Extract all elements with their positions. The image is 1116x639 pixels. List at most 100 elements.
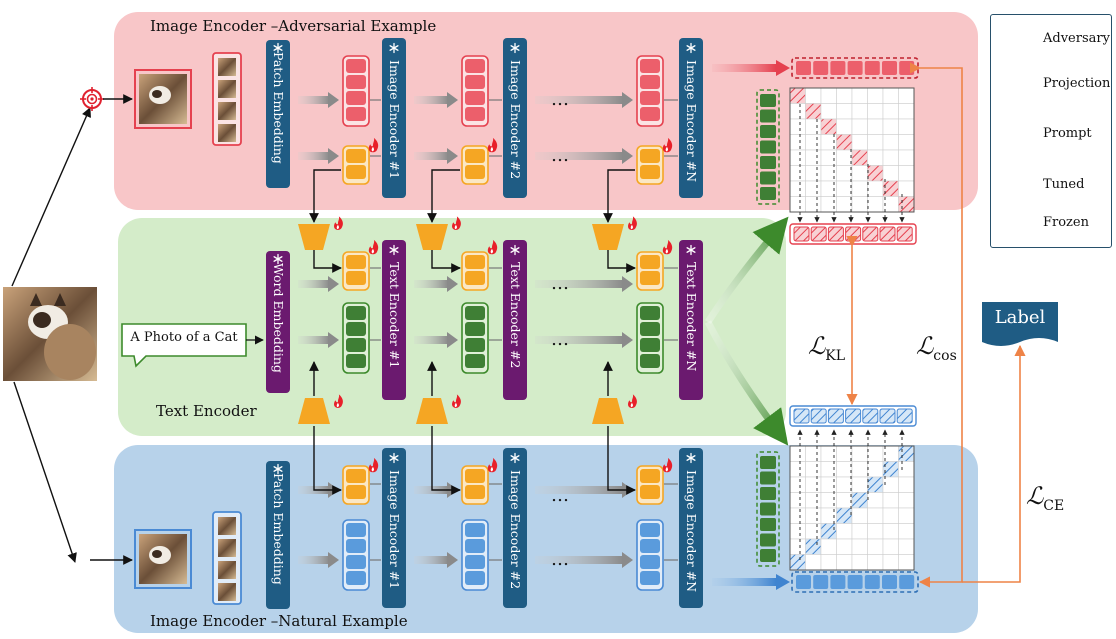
nat-image-encoder-label: Image Encoder #1 xyxy=(387,470,402,589)
legend: Adversary Projection Prompt Tuned Frozen xyxy=(990,14,1112,248)
nat-image-encoder: Image Encoder #N xyxy=(679,448,703,608)
snowflake-icon xyxy=(273,253,283,265)
loss-kl-sub: KL xyxy=(825,347,846,364)
projection-trapezoid xyxy=(592,224,624,250)
loss-kl: ℒKL xyxy=(808,332,845,364)
flow-arrow xyxy=(535,92,633,108)
snowflake-icon xyxy=(273,463,283,475)
flow-arrow xyxy=(298,552,339,568)
label-text: Label xyxy=(994,307,1046,328)
snowflake-icon xyxy=(686,452,696,464)
connector-arrow xyxy=(427,169,460,223)
loss-ce-base: ℒ xyxy=(1026,482,1044,510)
flame-icon xyxy=(452,394,461,408)
connector-arrow xyxy=(313,426,342,495)
label-box: Label xyxy=(982,302,1058,340)
text-encoder-label: Text Encoder #1 xyxy=(387,262,402,368)
input-to-adversary-arrow xyxy=(11,107,91,287)
connector-arrow xyxy=(309,169,341,223)
connector-arrow xyxy=(603,169,635,223)
loss-ce-sub: CE xyxy=(1043,497,1065,514)
legend-frozen: Frozen xyxy=(991,215,1111,249)
word-embedding: Word Embedding xyxy=(266,251,290,393)
natural-patches xyxy=(212,511,242,605)
text-token-stack xyxy=(636,302,664,374)
text-prompt-stack xyxy=(636,251,664,291)
nat-prompt-stack xyxy=(342,465,370,505)
nat-patch-embedding-label: Patch Embedding xyxy=(271,473,286,585)
adv-image-encoder-label: Image Encoder #2 xyxy=(508,60,523,179)
snowflake-icon xyxy=(389,452,399,464)
outputs xyxy=(712,60,790,590)
loss-lines xyxy=(846,62,1026,588)
connector-arrow xyxy=(607,426,636,495)
flame-icon xyxy=(628,394,637,408)
natural-image-thumb xyxy=(134,529,192,589)
adversary-crosshair-icon xyxy=(80,87,104,111)
text-panel-title: Text Encoder xyxy=(156,402,257,420)
connector-arrow xyxy=(431,426,461,495)
nat-text-feature-stack xyxy=(756,451,780,567)
flame-icon xyxy=(487,239,498,255)
snowflake-icon xyxy=(510,452,520,464)
text-encoder-label: Text Encoder #N xyxy=(684,262,699,371)
connector-arrow xyxy=(607,250,636,273)
legend-projection: Projection xyxy=(991,76,1111,110)
adv-logit-bar xyxy=(789,223,917,245)
adversarial-patches xyxy=(212,52,242,146)
nat-token-stack xyxy=(342,519,370,591)
adv-feature-bar xyxy=(791,57,919,79)
adv-similarity-matrix xyxy=(789,87,915,213)
nat-image-encoder: Image Encoder #1 xyxy=(382,448,406,608)
flame-icon xyxy=(368,137,379,153)
flow-arrow xyxy=(414,332,458,348)
snowflake-icon xyxy=(273,42,283,54)
adversarial-panel-title: Image Encoder –Adversarial Example xyxy=(150,17,437,35)
snowflake-icon xyxy=(510,42,520,54)
flow-arrow xyxy=(535,332,633,348)
flame-icon xyxy=(487,457,498,473)
adv-token-stack xyxy=(461,55,489,127)
flow-arrow xyxy=(298,276,339,292)
text-encoder-label: Text Encoder #2 xyxy=(508,262,523,368)
text-prompt-stack xyxy=(461,251,489,291)
legend-adversary: Adversary xyxy=(991,31,1111,65)
adv-token-stack xyxy=(342,55,370,127)
adv-patch-embedding: Patch Embedding xyxy=(266,40,290,188)
ellipsis-text: … xyxy=(551,273,569,294)
flame-icon xyxy=(662,137,673,153)
loss-cos-base: ℒ xyxy=(916,332,934,360)
legend-frozen-label: Frozen xyxy=(1043,215,1089,230)
adversarial-image-thumb xyxy=(134,69,192,129)
legend-projection-label: Projection xyxy=(1043,76,1111,91)
flame-icon xyxy=(662,239,673,255)
flame-icon xyxy=(334,216,343,230)
flow-arrow xyxy=(535,148,633,164)
caption-shape xyxy=(121,323,247,368)
flame-icon xyxy=(628,216,637,230)
nat-token-stack xyxy=(636,519,664,591)
text-token-stack xyxy=(461,302,489,374)
projection-trapezoid xyxy=(416,224,448,250)
snowflake-icon xyxy=(510,244,520,256)
flow-arrow xyxy=(298,332,339,348)
nat-image-encoder: Image Encoder #2 xyxy=(503,448,527,608)
flame-icon xyxy=(368,457,379,473)
adv-image-encoder: Image Encoder #1 xyxy=(382,38,406,198)
caption-box: A Photo of a Cat xyxy=(122,322,246,358)
snowflake-icon xyxy=(686,42,696,54)
flow-arrow xyxy=(298,148,339,164)
nat-logit-bar xyxy=(789,405,917,427)
flame-icon xyxy=(368,239,379,255)
loss-ce: ℒCE xyxy=(1026,482,1064,514)
nat-prompt-stack xyxy=(461,465,489,505)
text-encoder: Text Encoder #2 xyxy=(503,240,527,400)
ellipsis-text: … xyxy=(551,485,569,506)
text-to-nat-arrow xyxy=(704,320,789,446)
legend-tuned: Tuned xyxy=(991,177,1111,211)
loss-cos-sub: cos xyxy=(933,347,957,364)
nat-similarity-matrix xyxy=(789,445,915,571)
text-encoder: Text Encoder #N xyxy=(679,240,703,400)
text-prompt-stack xyxy=(342,251,370,291)
nat-image-encoder-label: Image Encoder #2 xyxy=(508,470,523,589)
